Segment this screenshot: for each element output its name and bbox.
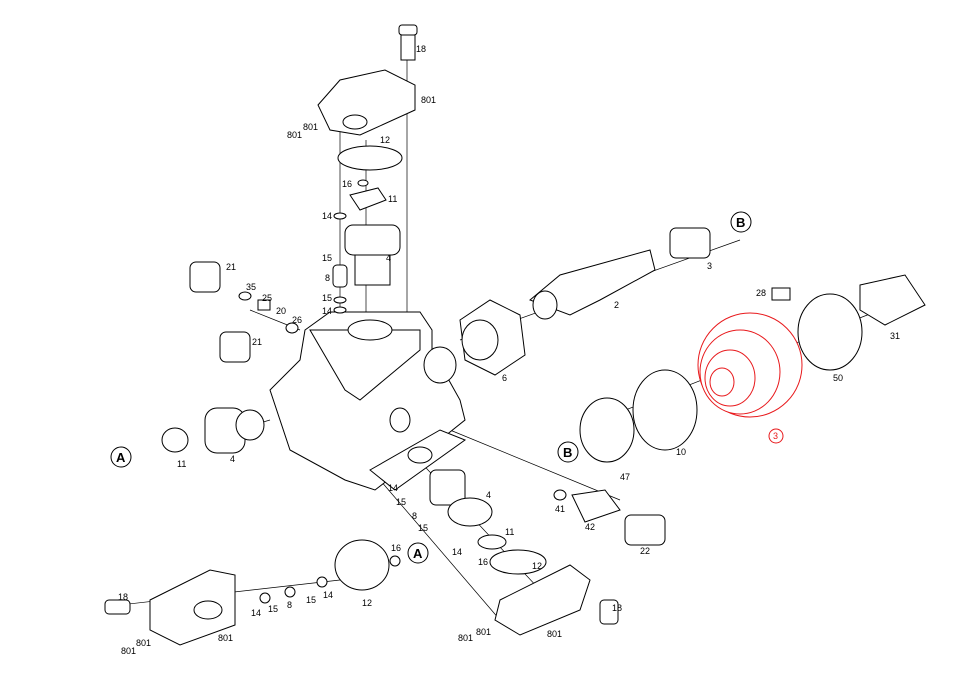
part-number-label: 14 xyxy=(322,306,332,316)
part-number-label: 2 xyxy=(614,300,619,310)
part-number-label: 15 xyxy=(322,293,332,303)
part-number-label: 25 xyxy=(262,293,272,303)
part-number-label: 42 xyxy=(585,522,595,532)
part-number-label: 15 xyxy=(268,604,278,614)
part-number-label: 14 xyxy=(388,483,398,493)
part-number-label: 10 xyxy=(676,447,686,457)
part-number-label: 4 xyxy=(230,454,235,464)
highlighted-part-flange[interactable] xyxy=(697,312,803,418)
part-number-label: 47 xyxy=(620,472,630,482)
callout-circle-a xyxy=(407,542,429,564)
part-number-label: 801 xyxy=(476,627,491,637)
part-number-label: 801 xyxy=(458,633,473,643)
part-number-label: 50 xyxy=(833,373,843,383)
highlight-label[interactable]: 3 xyxy=(773,431,778,441)
callout-b: B xyxy=(736,215,745,230)
part-number-label: 26 xyxy=(292,315,302,325)
part-number-label: 18 xyxy=(118,592,128,602)
part-number-label: 28 xyxy=(756,288,766,298)
part-number-label: 15 xyxy=(322,253,332,263)
part-number-label: 801 xyxy=(287,130,302,140)
part-number-label: 22 xyxy=(640,546,650,556)
part-number-label: 4 xyxy=(386,253,391,263)
part-number-label: 801 xyxy=(121,646,136,656)
callout-circle-b xyxy=(730,211,752,233)
drive-shaft xyxy=(459,227,926,463)
part-number-label: 8 xyxy=(287,600,292,610)
part-number-label: 8 xyxy=(412,511,417,521)
callouts: B B A A 3 xyxy=(110,211,784,564)
part-number-label: 801 xyxy=(421,95,436,105)
pump-housing xyxy=(269,311,467,491)
callout-a: A xyxy=(413,546,423,561)
part-number-label: 16 xyxy=(478,557,488,567)
part-number-label: 35 xyxy=(246,282,256,292)
part-number-label: 15 xyxy=(418,523,428,533)
part-number-label: 16 xyxy=(391,543,401,553)
part-number-label: 31 xyxy=(890,331,900,341)
part-number-label: 15 xyxy=(306,595,316,605)
part-number-label: 8 xyxy=(325,273,330,283)
part-number-label: 21 xyxy=(226,262,236,272)
part-number-label: 801 xyxy=(136,638,151,648)
callout-circle-b xyxy=(557,441,579,463)
lower-left-assembly xyxy=(104,539,401,646)
part-number-label: 20 xyxy=(276,306,286,316)
part-number-label: 12 xyxy=(362,598,372,608)
left-parts xyxy=(161,261,299,454)
part-number-label: 14 xyxy=(452,547,462,557)
part-number-label: 801 xyxy=(547,629,562,639)
part-number-label: 11 xyxy=(177,459,186,469)
top-assembly xyxy=(317,24,418,314)
part-number-label: 12 xyxy=(532,561,542,571)
part-number-label: 6 xyxy=(502,373,507,383)
part-number-label: 18 xyxy=(612,603,622,613)
callout-b: B xyxy=(563,445,572,460)
part-number-label: 18 xyxy=(416,44,426,54)
part-number-label: 12 xyxy=(380,135,390,145)
part-number-label: 16 xyxy=(342,179,352,189)
part-number-label: 41 xyxy=(555,504,565,514)
part-number-label: 14 xyxy=(322,211,332,221)
part-number-label: 11 xyxy=(505,527,514,537)
part-number-label: 3 xyxy=(707,261,712,271)
part-number-label: 801 xyxy=(303,122,318,132)
part-number-label: 4 xyxy=(486,490,491,500)
part-number-label: 14 xyxy=(323,590,333,600)
callout-circle-a xyxy=(110,446,132,468)
part-number-label: 11 xyxy=(388,194,397,204)
part-number-label: 21 xyxy=(252,337,262,347)
callout-a: A xyxy=(116,450,126,465)
highlight-circle xyxy=(768,428,784,444)
part-number-label: 14 xyxy=(251,608,261,618)
part-number-label: 15 xyxy=(396,497,406,507)
part-number-label: 801 xyxy=(218,633,233,643)
lower-assembly xyxy=(429,469,666,636)
